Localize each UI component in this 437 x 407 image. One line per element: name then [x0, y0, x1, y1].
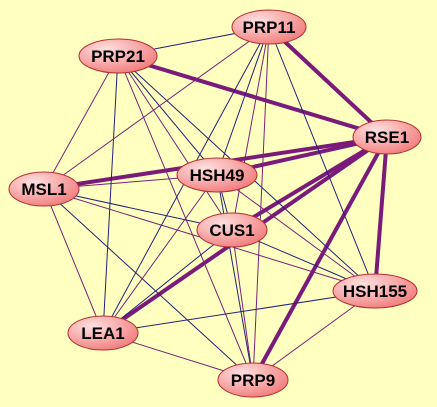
node-shape — [231, 9, 307, 45]
nodes-layer: PRP11PRP21RSE1HSH49MSL1CUS1HSH155LEA1PRP… — [8, 9, 422, 398]
node-hsh49[interactable]: HSH49 — [176, 157, 258, 193]
node-shape — [8, 171, 80, 207]
node-prp21[interactable]: PRP21 — [78, 38, 158, 74]
node-label: HSH49 — [190, 166, 245, 185]
node-shape — [196, 212, 268, 248]
edge-prp11-hsh155 — [268, 26, 376, 292]
node-prp9[interactable]: PRP9 — [217, 362, 289, 398]
node-shape — [217, 362, 289, 398]
node-shape — [352, 119, 422, 155]
node-label: CUS1 — [209, 221, 254, 240]
edge-prp21-rse1 — [116, 54, 389, 139]
node-label: HSH155 — [343, 282, 407, 301]
node-shape — [67, 315, 139, 351]
edge-prp21-cus1 — [117, 55, 233, 231]
node-cus1[interactable]: CUS1 — [196, 212, 268, 248]
node-label: MSL1 — [21, 180, 66, 199]
edge-msl1-prp9 — [43, 188, 254, 381]
node-hsh155[interactable]: HSH155 — [332, 273, 418, 309]
edge-prp11-rse1 — [267, 25, 389, 139]
edge-prp11-prp9 — [252, 26, 270, 381]
node-shape — [78, 38, 158, 74]
edge-lea1-hsh155 — [102, 290, 376, 334]
node-shape — [176, 157, 258, 193]
edge-hsh49-prp9 — [216, 174, 254, 381]
edge-hsh49-hsh155 — [216, 174, 376, 292]
edge-prp11-cus1 — [231, 26, 270, 231]
node-lea1[interactable]: LEA1 — [67, 315, 139, 351]
node-msl1[interactable]: MSL1 — [8, 171, 80, 207]
edge-prp11-hsh49 — [216, 26, 270, 176]
node-label: RSE1 — [365, 128, 409, 147]
edge-cus1-lea1 — [102, 229, 233, 334]
edge-hsh155-rse1 — [373, 135, 389, 293]
edge-prp21-hsh49 — [117, 55, 218, 176]
node-label: PRP9 — [231, 371, 275, 390]
edge-cus1-prp9 — [231, 229, 254, 381]
edge-hsh49-lea1 — [102, 174, 218, 334]
node-rse1[interactable]: RSE1 — [352, 119, 422, 155]
edge-prp21-msl1 — [43, 55, 119, 190]
edge-prp11-msl1 — [43, 26, 270, 190]
edge-msl1-lea1 — [43, 188, 104, 334]
node-label: LEA1 — [81, 324, 124, 343]
node-shape — [332, 273, 418, 309]
node-prp11[interactable]: PRP11 — [231, 9, 307, 45]
edge-prp9-rse1 — [251, 135, 389, 382]
edge-prp21-lea1 — [102, 55, 119, 334]
node-label: PRP21 — [91, 47, 145, 66]
node-label: PRP11 — [243, 18, 296, 37]
